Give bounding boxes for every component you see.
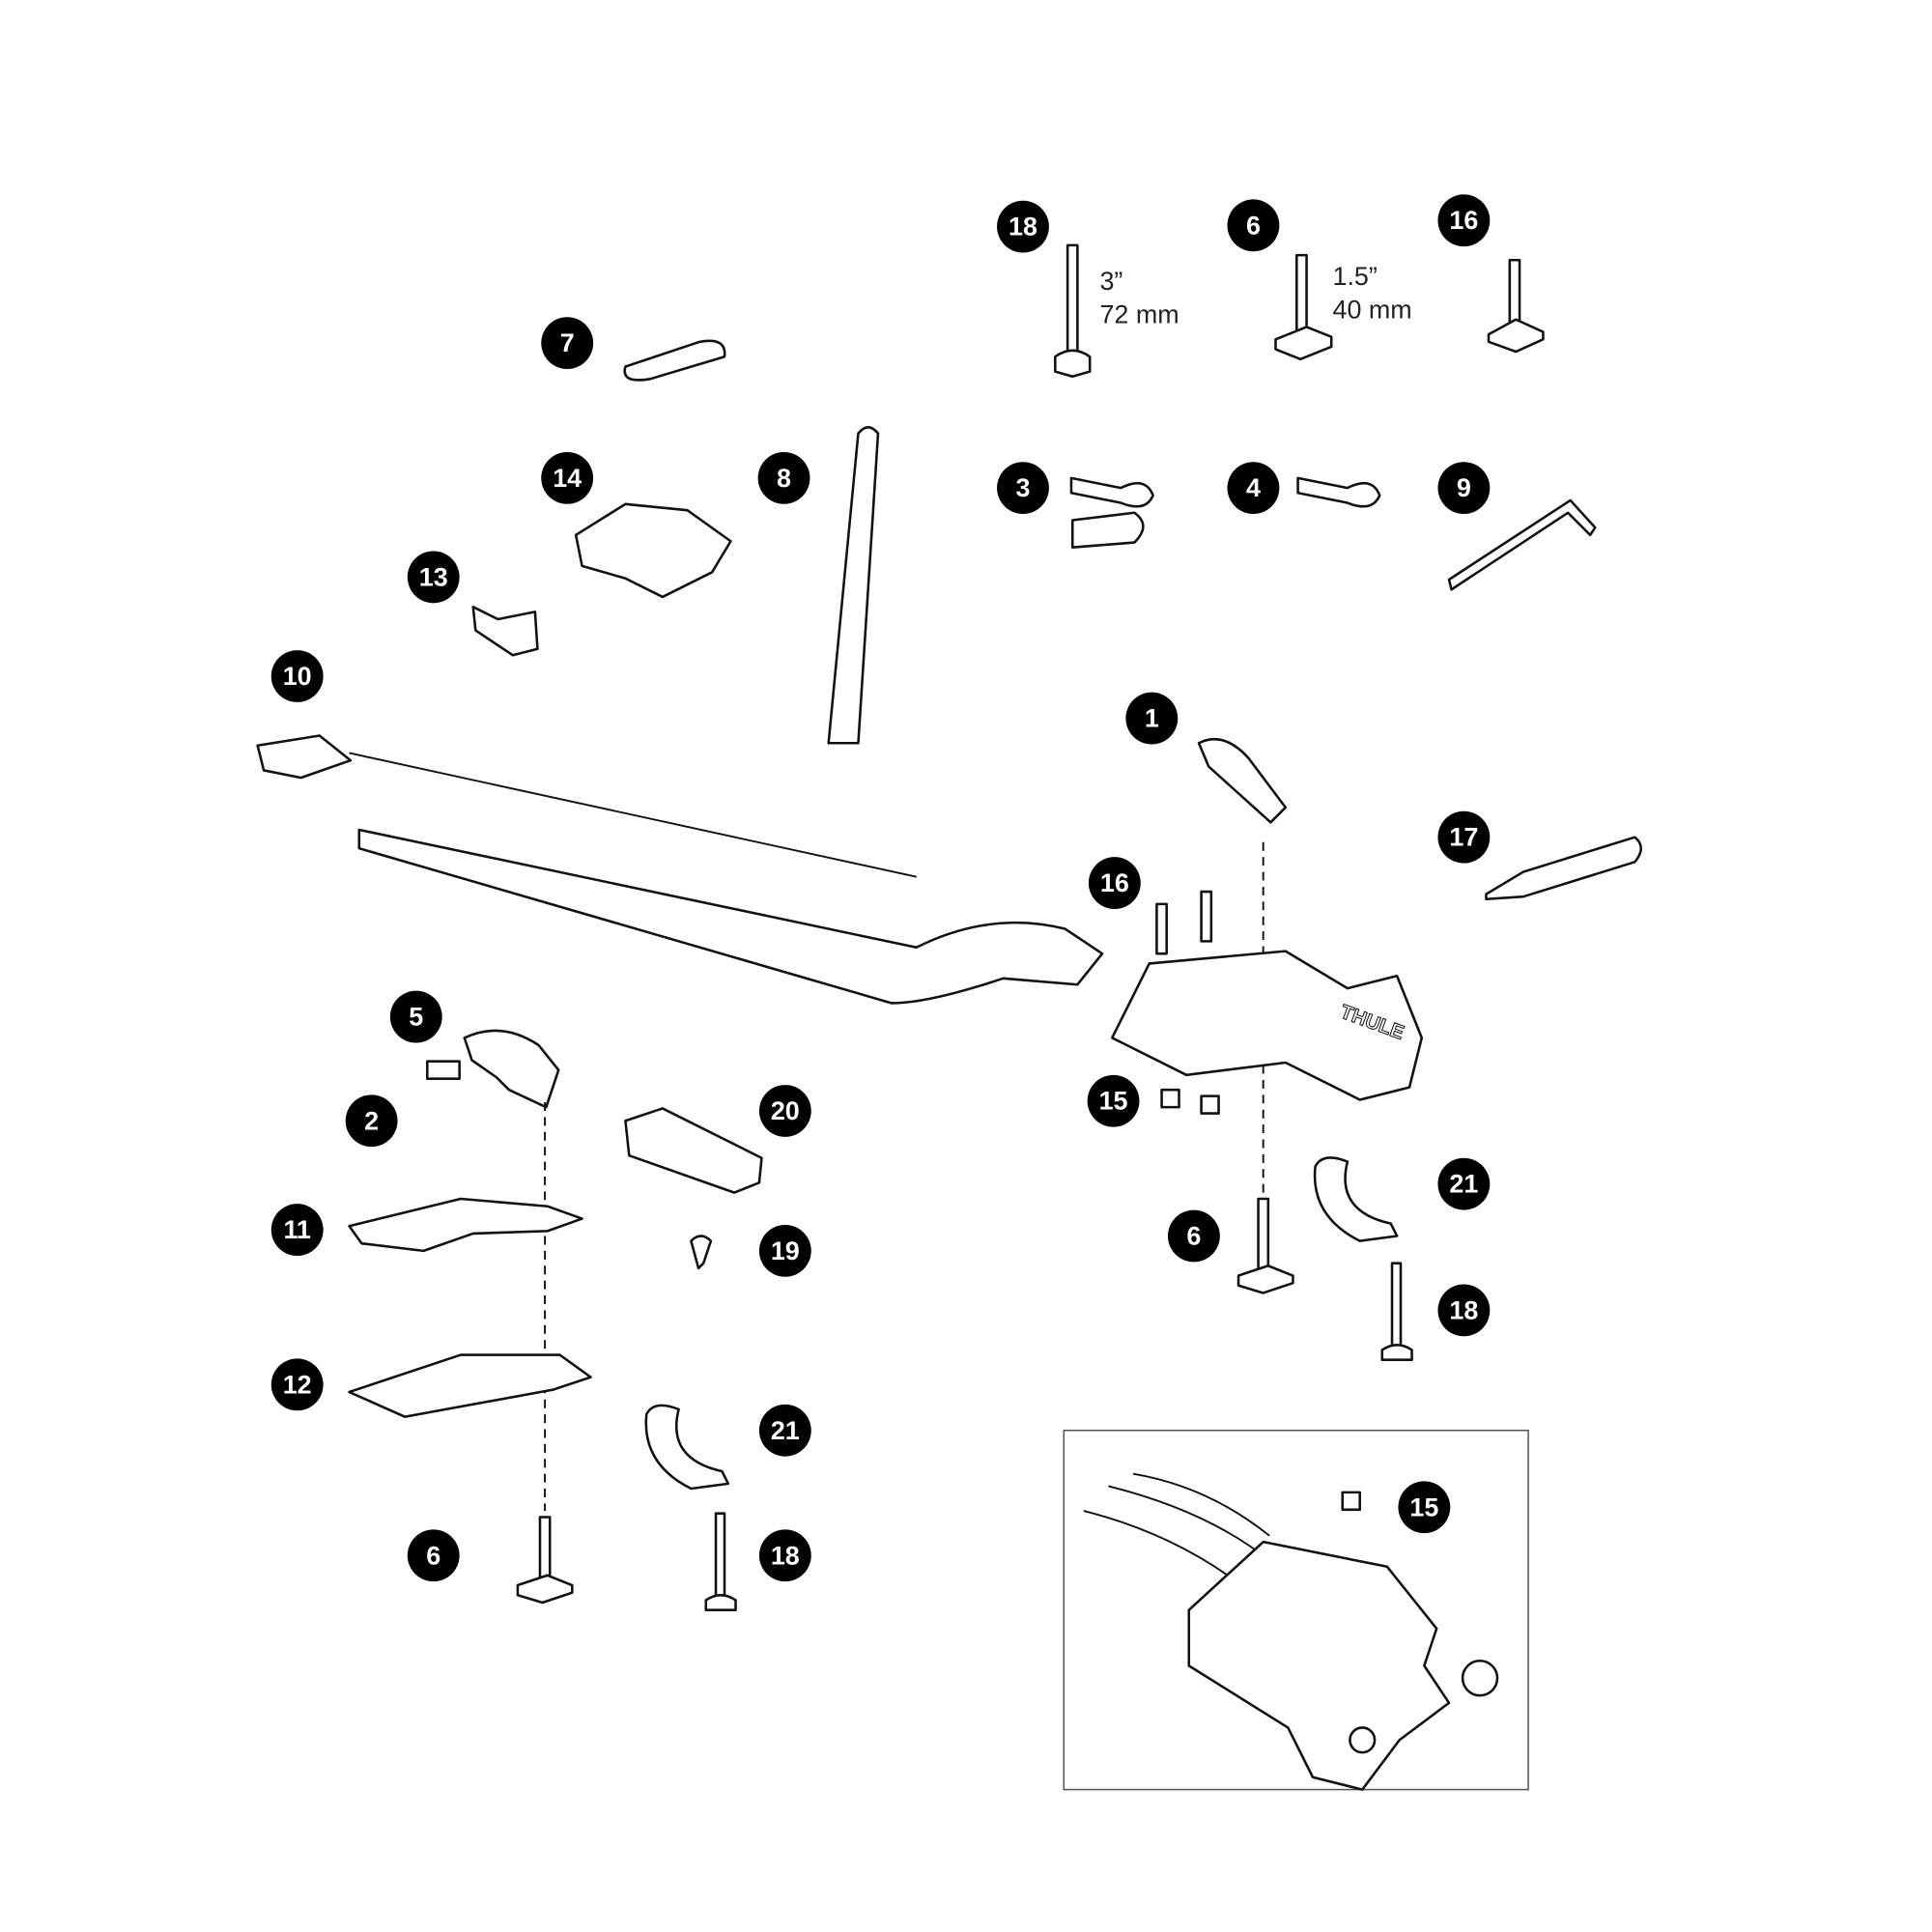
callout-21-left: 21 <box>758 1404 811 1457</box>
part-10-cable-tensioner <box>256 734 917 878</box>
callout-14: 14 <box>541 451 594 504</box>
part-1-wheel-holder-main: THULE <box>1111 738 1424 1227</box>
wheel-tray <box>357 828 1104 1005</box>
part-13-clip <box>471 605 539 657</box>
callout-10: 10 <box>270 650 324 702</box>
left-assembly <box>348 1029 592 1605</box>
callout-13: 13 <box>407 551 460 604</box>
svg-text:6: 6 <box>1186 1221 1201 1250</box>
callout-18-right: 18 <box>1437 1284 1491 1337</box>
part-21-strap-clamp-right <box>1313 1156 1399 1242</box>
svg-text:11: 11 <box>283 1215 310 1244</box>
svg-text:6: 6 <box>426 1541 440 1570</box>
callout-4: 4 <box>1227 462 1280 515</box>
callout-2: 2 <box>345 1094 398 1148</box>
svg-text:13: 13 <box>419 562 448 591</box>
dimension-mm-18: 72 mm <box>1099 300 1179 329</box>
callout-15-mid: 15 <box>1087 1074 1140 1127</box>
part-7-spacer <box>623 339 726 382</box>
svg-text:5: 5 <box>409 1003 423 1032</box>
callout-18-top: 18 <box>997 200 1049 253</box>
callout-15-inset: 15 <box>1398 1481 1451 1534</box>
callout-5: 5 <box>389 990 442 1043</box>
svg-text:21: 21 <box>1449 1170 1478 1199</box>
callout-6-top: 6 <box>1227 199 1280 252</box>
bolt-40mm <box>1274 253 1333 361</box>
callout-12: 12 <box>270 1358 324 1411</box>
svg-text:17: 17 <box>1449 823 1478 852</box>
svg-text:4: 4 <box>1246 473 1261 502</box>
part-21-strap-clamp <box>644 1404 730 1491</box>
svg-text:19: 19 <box>771 1236 800 1265</box>
bolt-72mm <box>1054 243 1092 379</box>
callout-11: 11 <box>270 1204 324 1256</box>
callout-19: 19 <box>758 1224 811 1277</box>
part-20-adapter <box>624 1107 763 1194</box>
svg-text:18: 18 <box>1449 1295 1478 1324</box>
callout-17: 17 <box>1437 810 1491 864</box>
svg-text:16: 16 <box>1100 868 1129 897</box>
dimension-inch-6: 1.5” <box>1332 262 1377 291</box>
callout-3: 3 <box>997 462 1049 515</box>
part-3-key-and-lock <box>1069 476 1154 549</box>
svg-text:3: 3 <box>1015 473 1030 502</box>
callout-6-left: 6 <box>407 1529 460 1582</box>
t-bolt-short <box>1487 258 1545 354</box>
svg-text:10: 10 <box>283 662 312 691</box>
svg-text:12: 12 <box>283 1370 312 1399</box>
svg-text:1: 1 <box>1145 704 1159 733</box>
svg-text:8: 8 <box>777 464 791 493</box>
part-4-key <box>1296 476 1381 508</box>
callout-1: 1 <box>1125 692 1179 745</box>
callout-16-top: 16 <box>1437 194 1491 247</box>
svg-text:14: 14 <box>553 464 582 493</box>
part-19-screw <box>690 1235 713 1270</box>
callout-20: 20 <box>758 1085 811 1137</box>
svg-text:7: 7 <box>560 328 575 357</box>
dimension-inch-18: 3” <box>1099 267 1122 296</box>
part-8-strap <box>827 426 880 745</box>
svg-text:16: 16 <box>1449 206 1478 235</box>
svg-text:20: 20 <box>771 1096 800 1125</box>
bolt-18-right <box>1380 1262 1413 1361</box>
svg-text:18: 18 <box>771 1541 800 1570</box>
svg-text:18: 18 <box>1009 213 1037 242</box>
svg-text:15: 15 <box>1409 1492 1438 1521</box>
svg-text:2: 2 <box>364 1106 379 1135</box>
callout-6-right: 6 <box>1167 1209 1220 1263</box>
callout-7: 7 <box>541 317 594 370</box>
callout-8: 8 <box>757 451 810 504</box>
svg-text:6: 6 <box>1246 211 1261 240</box>
part-9-allen-key <box>1447 498 1597 591</box>
part-14-bracket <box>574 502 732 599</box>
callout-16-mid: 16 <box>1088 857 1141 910</box>
callout-9: 9 <box>1437 462 1491 515</box>
svg-text:21: 21 <box>771 1416 800 1445</box>
callout-18-left: 18 <box>758 1529 811 1582</box>
svg-text:9: 9 <box>1457 473 1471 502</box>
dimension-mm-6: 40 mm <box>1332 295 1411 324</box>
bolt-6-right <box>1236 1197 1294 1294</box>
callout-21-right: 21 <box>1437 1157 1491 1210</box>
part-17-knob <box>1485 836 1642 901</box>
inset-detail-box <box>1063 1430 1529 1791</box>
svg-text:15: 15 <box>1099 1087 1128 1116</box>
bolt-18-lower-left <box>704 1512 737 1611</box>
